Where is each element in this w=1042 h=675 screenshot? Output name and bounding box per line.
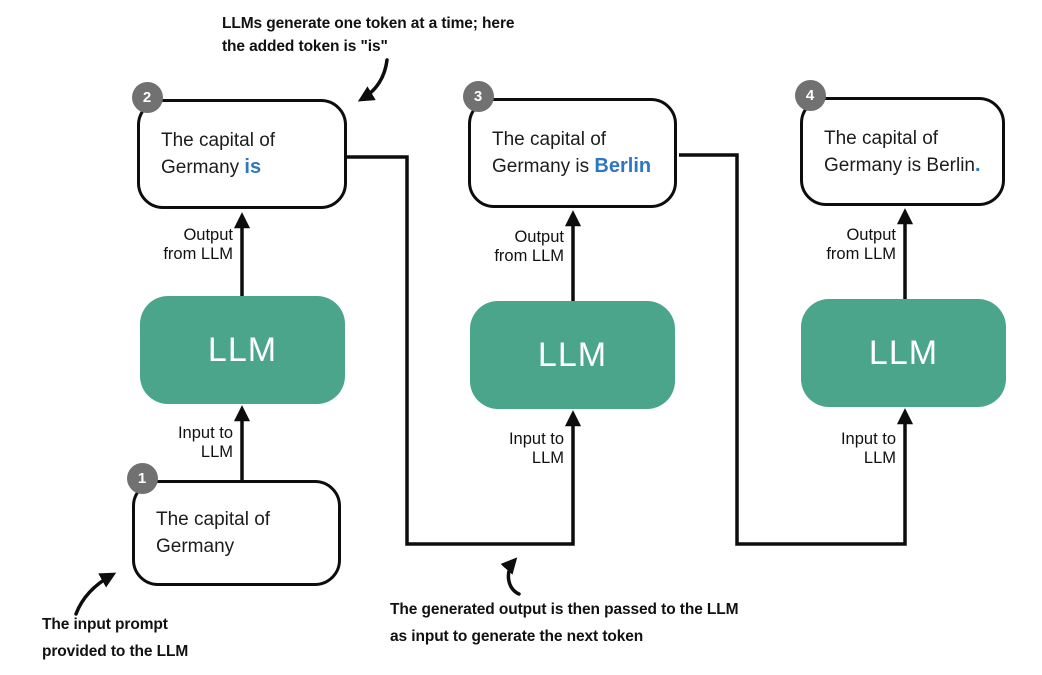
step-badge-2: 2 [131,81,163,113]
label-line: LLM [200,443,233,461]
connector-step3-to-llm3 [679,153,914,546]
label-input-to-llm-3: Input to LLM [841,430,896,468]
label-line: Input to [177,424,233,442]
token-plain-text: Germany [161,157,245,178]
label-output-from-llm-1: Output from LLM [163,226,233,264]
label-line: from LLM [163,245,233,263]
label-line: LLM [863,449,896,467]
connector-step2-to-llm2 [347,155,582,546]
token-box-2: The capital of Germany is [137,99,347,209]
token-line: Germany is Berlin [492,153,651,180]
token-plain-text: Germany [156,536,235,557]
llm-box-1: LLM [140,296,345,404]
annotation-line: The generated output is then passed to t… [390,601,739,618]
token-box-1: The capital of Germany [132,480,341,586]
llm-label: LLM [207,330,278,369]
annotation-bottom-mid: The generated output is then passed to t… [390,596,739,650]
bottom-left-annotation-arrow [74,572,117,616]
annotation-line: the added token is "is" [222,38,388,55]
token-line: The capital of [492,126,651,153]
label-output-from-llm-3: Output from LLM [826,226,896,264]
annotation-line: The input prompt [42,616,168,633]
step-badge-3: 3 [462,80,494,112]
step-badge-4: 4 [794,79,826,111]
label-input-to-llm-1: Input to LLM [178,424,233,462]
label-line: Output [846,226,896,244]
token-line: The capital of [161,127,275,154]
token-line: Germany is [161,154,275,181]
label-line: Input to [840,430,896,448]
label-line: from LLM [826,245,896,263]
llm-box-3: LLM [801,299,1006,407]
token-text-4: The capital of Germany is Berlin. [824,125,981,179]
annotation-top: LLMs generate one token at a time; here … [222,12,515,58]
step-badge-1: 1 [126,462,158,494]
token-box-3: The capital of Germany is Berlin [468,98,677,208]
token-plain-text: Germany is Berlin [824,154,975,176]
top-annotation-arrow [357,58,389,102]
token-highlight-text: . [975,153,981,176]
token-plain-text: The capital of [824,127,939,149]
token-line: The capital of [824,125,981,152]
token-plain-text: The capital of [161,130,276,151]
token-plain-text: The capital of [492,129,607,150]
token-box-4: The capital of Germany is Berlin. [800,97,1005,206]
token-text-2: The capital of Germany is [161,127,275,181]
bottom-mid-annotation-arrow [500,557,521,596]
annotation-line: LLMs generate one token at a time; here [222,15,515,32]
token-line: Germany [156,533,270,560]
token-line: Germany is Berlin. [824,152,981,179]
annotation-bottom-left: The input prompt provided to the LLM [42,611,188,665]
annotation-line: as input to generate the next token [390,628,644,645]
token-text-1: The capital of Germany [156,506,270,560]
annotation-line: provided to the LLM [42,643,189,660]
label-line: Output [183,226,233,244]
label-line: Input to [508,430,564,448]
label-line: Output [514,228,564,246]
llm-box-2: LLM [470,301,675,409]
label-line: LLM [531,449,564,467]
token-text-3: The capital of Germany is Berlin [492,126,651,180]
token-highlight-text: Berlin [594,155,652,177]
token-plain-text: Germany is [492,156,595,177]
label-input-to-llm-2: Input to LLM [509,430,564,468]
token-highlight-text: is [244,156,262,178]
token-plain-text: The capital of [156,509,271,530]
llm-label: LLM [868,333,939,372]
label-line: from LLM [494,247,564,265]
token-line: The capital of [156,506,270,533]
label-output-from-llm-2: Output from LLM [494,228,564,266]
llm-label: LLM [537,335,608,374]
